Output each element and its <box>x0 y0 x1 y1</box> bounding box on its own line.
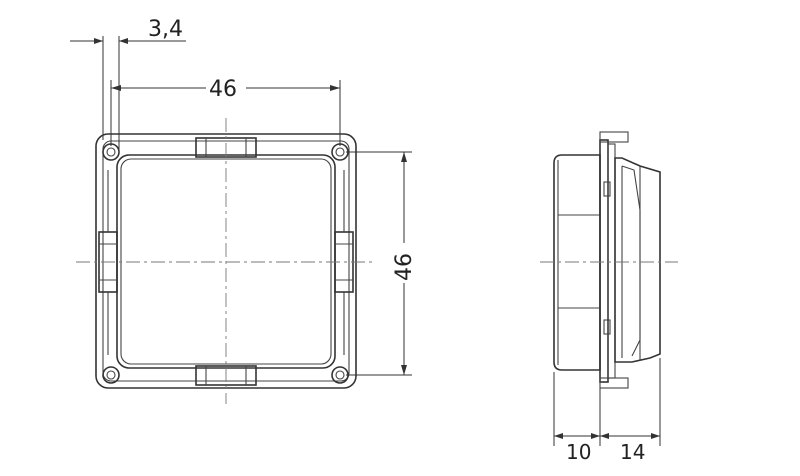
dimension-front-width: 46 <box>110 76 341 146</box>
bottom-clip <box>195 365 257 386</box>
mounting-hole-top-left <box>102 143 120 161</box>
dimension-label-side-front: 14 <box>620 440 645 464</box>
front-view <box>76 118 372 404</box>
dimension-front-height: 46 <box>346 151 417 376</box>
side-rocker <box>614 157 661 363</box>
side-clip-bottom <box>599 377 629 389</box>
dimension-side-depths: 10 14 <box>553 358 661 464</box>
mounting-hole-top-right <box>331 143 349 161</box>
mounting-hole-bottom-left <box>102 366 120 384</box>
dimension-label-front-height: 46 <box>392 253 417 281</box>
dimension-hole-offset: 3,4 <box>70 17 186 150</box>
side-view <box>540 131 678 389</box>
dimension-label-side-body: 10 <box>566 440 591 464</box>
side-flange <box>599 139 609 383</box>
dimension-label-hole-offset: 3,4 <box>148 17 183 42</box>
dimension-label-front-width: 46 <box>209 77 237 102</box>
side-clip-top <box>599 131 629 143</box>
side-rear-body <box>553 154 601 371</box>
